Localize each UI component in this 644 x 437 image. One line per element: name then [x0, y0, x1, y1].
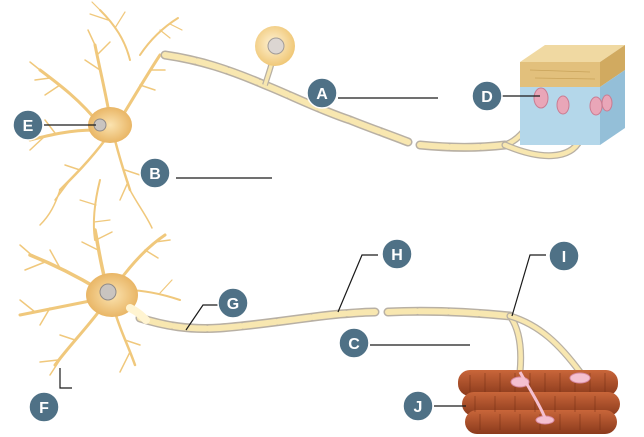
callout-h-label: H — [391, 247, 403, 264]
callout-c: C — [339, 328, 369, 358]
callout-f: F — [29, 392, 59, 422]
callout-e: E — [13, 110, 43, 140]
callout-g: G — [218, 288, 248, 318]
callout-b: B — [140, 158, 170, 188]
callout-c-label: C — [348, 336, 360, 353]
callout-f-label: F — [39, 400, 49, 417]
callout-b-label: B — [149, 166, 161, 183]
callout-d: D — [472, 81, 502, 111]
callout-h: H — [382, 239, 412, 269]
muscle-fibers — [458, 370, 620, 434]
callout-e-label: E — [23, 118, 34, 135]
callout-g-label: G — [227, 296, 239, 313]
callout-a: A — [307, 78, 337, 108]
ganglion-cell — [255, 26, 295, 85]
callout-j-label: J — [414, 399, 423, 416]
leader-lines — [44, 96, 546, 406]
callout-i-label: I — [562, 249, 566, 266]
callout-d-label: D — [481, 89, 493, 106]
callout-i: I — [549, 241, 579, 271]
lower-neuron-nucleus — [100, 284, 116, 300]
callout-a-label: A — [316, 86, 328, 103]
callout-j: J — [403, 391, 433, 421]
